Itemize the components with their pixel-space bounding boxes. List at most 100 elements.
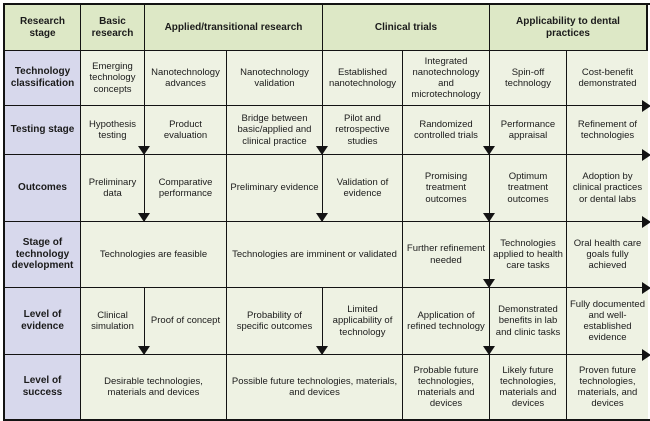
cell-validation-of-evidence-label: Validation of evidence — [336, 176, 389, 199]
cell-desirable-technologies-materials-and-devices-label: Desirable technologies, materials and de… — [104, 375, 203, 398]
corner-header-research-stage: Research stage — [5, 5, 80, 50]
cell-nanotechnology-validation-label: Nanotechnology validation — [240, 66, 309, 89]
cell-validation-of-evidence: Validation of evidence — [322, 154, 402, 221]
column-header-applied-transitional-research: Applied/transitional research — [144, 5, 322, 50]
cell-possible-future-technologies-materials-and-devices-label: Possible future technologies, materials,… — [231, 375, 398, 398]
column-header-clinical-trials: Clinical trials — [322, 5, 489, 50]
cell-application-of-refined-technology-label: Application of refined technology — [407, 309, 485, 332]
cell-probability-of-specific-outcomes-label: Probability of specific outcomes — [236, 309, 313, 332]
cell-further-refinement-needed-label: Further refinement needed — [406, 243, 486, 266]
cell-possible-future-technologies-materials-and-devices: Possible future technologies, materials,… — [226, 354, 402, 419]
cell-promising-treatment-outcomes: Promising treatment outcomes — [402, 154, 489, 221]
cell-performance-appraisal-label: Performance appraisal — [500, 118, 556, 141]
cell-nanotechnology-advances: Nanotechnology advances — [144, 50, 226, 105]
cell-product-evaluation: Product evaluation — [144, 105, 226, 154]
cell-preliminary-evidence-label: Preliminary evidence — [230, 182, 319, 194]
cell-comparative-performance-label: Comparative performance — [158, 176, 213, 199]
row-header-level-of-success-label: Level of success — [22, 375, 63, 398]
cell-nanotechnology-validation: Nanotechnology validation — [226, 50, 322, 105]
cell-desirable-technologies-materials-and-devices: Desirable technologies, materials and de… — [80, 354, 226, 419]
cell-demonstrated-benefits-in-lab-and-clinic-tasks-label: Demonstrated benefits in lab and clinic … — [495, 304, 561, 338]
column-header-applicability-to-dental-practices-label: Applicability to dental practices — [516, 15, 620, 39]
corner-header-label: Research stage — [19, 15, 66, 39]
cell-technologies-are-imminent-or-validated: Technologies are imminent or validated — [226, 221, 402, 287]
cell-clinical-simulation-label: Clinical simulation — [91, 309, 134, 332]
cell-bridge-between-basic-applied-and-clinical-practice-label: Bridge between basic/applied and clinica… — [237, 113, 312, 147]
table-grid: Research stage Basic research Applied/tra… — [5, 5, 648, 419]
column-header-applied-transitional-research-label: Applied/transitional research — [164, 21, 303, 33]
cell-emerging-technology-concepts: Emerging technology concepts — [80, 50, 144, 105]
cell-fully-documented-and-well-established-evidence: Fully documented and well-established ev… — [566, 287, 648, 354]
cell-established-nanotechnology: Established nanotechnology — [322, 50, 402, 105]
cell-spin-off-technology-label: Spin-off technology — [505, 66, 551, 89]
row-header-level-of-evidence: Level of evidence — [5, 287, 80, 354]
cell-cost-benefit-demonstrated-label: Cost-benefit demonstrated — [578, 66, 637, 89]
research-stages-table: Research stage Basic research Applied/tra… — [3, 3, 650, 421]
cell-randomized-controlled-trials-label: Randomized controlled trials — [414, 118, 478, 141]
cell-clinical-simulation: Clinical simulation — [80, 287, 144, 354]
cell-proof-of-concept: Proof of concept — [144, 287, 226, 354]
row-header-technology-classification: Technology classification — [5, 50, 80, 105]
cell-adoption-by-clinical-practices-or-dental-labs-label: Adoption by clinical practices or dental… — [572, 171, 643, 205]
cell-product-evaluation-label: Product evaluation — [163, 118, 208, 141]
cell-preliminary-data-label: Preliminary data — [88, 176, 137, 199]
cell-likely-future-technologies-materials-and-devices-label: Likely future technologies, materials an… — [499, 364, 557, 410]
cell-integrated-nanotechnology-and-microtechnology: Integrated nanotechnology and microtechn… — [402, 50, 489, 105]
cell-adoption-by-clinical-practices-or-dental-labs: Adoption by clinical practices or dental… — [566, 154, 648, 221]
cell-optimum-treatment-outcomes: Optimum treatment outcomes — [489, 154, 566, 221]
cell-technologies-are-feasible-label: Technologies are feasible — [99, 248, 208, 260]
column-header-applicability-to-dental-practices: Applicability to dental practices — [489, 5, 648, 50]
cell-probable-future-technologies-materials-and-devices: Probable future technologies, materials … — [402, 354, 489, 419]
cell-limited-applicability-of-technology: Limited applicability of technology — [322, 287, 402, 354]
cell-established-nanotechnology-label: Established nanotechnology — [328, 66, 397, 89]
cell-pilot-and-retrospective-studies: Pilot and retrospective studies — [322, 105, 402, 154]
cell-refinement-of-technologies-label: Refinement of technologies — [577, 118, 638, 141]
row-header-testing-stage: Testing stage — [5, 105, 80, 154]
cell-technologies-are-imminent-or-validated-label: Technologies are imminent or validated — [232, 248, 397, 260]
cell-probability-of-specific-outcomes: Probability of specific outcomes — [226, 287, 322, 354]
cell-oral-health-care-goals-fully-achieved: Oral health care goals fully achieved — [566, 221, 648, 287]
cell-hypothesis-testing: Hypothesis testing — [80, 105, 144, 154]
cell-oral-health-care-goals-fully-achieved-label: Oral health care goals fully achieved — [573, 237, 642, 271]
cell-performance-appraisal: Performance appraisal — [489, 105, 566, 154]
cell-hypothesis-testing-label: Hypothesis testing — [89, 118, 136, 141]
row-header-level-of-evidence-label: Level of evidence — [21, 309, 64, 332]
cell-proof-of-concept-label: Proof of concept — [150, 315, 221, 327]
cell-preliminary-evidence: Preliminary evidence — [226, 154, 322, 221]
cell-spin-off-technology: Spin-off technology — [489, 50, 566, 105]
cell-optimum-treatment-outcomes-label: Optimum treatment outcomes — [507, 171, 549, 205]
cell-technologies-applied-to-health-care-tasks: Technologies applied to health care task… — [489, 221, 566, 287]
column-header-basic-research-label: Basic research — [91, 15, 134, 39]
cell-emerging-technology-concepts-label: Emerging technology concepts — [89, 61, 136, 95]
cell-technologies-are-feasible: Technologies are feasible — [80, 221, 226, 287]
cell-likely-future-technologies-materials-and-devices: Likely future technologies, materials an… — [489, 354, 566, 419]
cell-bridge-between-basic-applied-and-clinical-practice: Bridge between basic/applied and clinica… — [226, 105, 322, 154]
column-header-basic-research: Basic research — [80, 5, 144, 50]
column-header-clinical-trials-label: Clinical trials — [374, 21, 438, 33]
cell-nanotechnology-advances-label: Nanotechnology advances — [151, 66, 220, 89]
cell-fully-documented-and-well-established-evidence-label: Fully documented and well-established ev… — [570, 298, 645, 344]
cell-proven-future-technologies-materials-and-devices: Proven future technologies, materials, a… — [566, 354, 648, 419]
cell-demonstrated-benefits-in-lab-and-clinic-tasks: Demonstrated benefits in lab and clinic … — [489, 287, 566, 354]
row-header-testing-stage-label: Testing stage — [10, 124, 75, 136]
row-header-technology-classification-label: Technology classification — [10, 66, 75, 89]
cell-application-of-refined-technology: Application of refined technology — [402, 287, 489, 354]
cell-further-refinement-needed: Further refinement needed — [402, 221, 489, 287]
cell-cost-benefit-demonstrated: Cost-benefit demonstrated — [566, 50, 648, 105]
cell-limited-applicability-of-technology-label: Limited applicability of technology — [332, 304, 393, 338]
cell-preliminary-data: Preliminary data — [80, 154, 144, 221]
row-header-outcomes: Outcomes — [5, 154, 80, 221]
cell-refinement-of-technologies: Refinement of technologies — [566, 105, 648, 154]
row-header-outcomes-label: Outcomes — [18, 182, 67, 194]
cell-randomized-controlled-trials: Randomized controlled trials — [402, 105, 489, 154]
cell-technologies-applied-to-health-care-tasks-label: Technologies applied to health care task… — [493, 237, 563, 271]
cell-probable-future-technologies-materials-and-devices-label: Probable future technologies, materials … — [413, 364, 479, 410]
cell-comparative-performance: Comparative performance — [144, 154, 226, 221]
row-header-level-of-success: Level of success — [5, 354, 80, 419]
row-header-stage-of-technology-development: Stage of technology development — [5, 221, 80, 287]
cell-proven-future-technologies-materials-and-devices-label: Proven future technologies, materials, a… — [577, 364, 638, 410]
row-header-stage-of-technology-development-label: Stage of technology development — [11, 237, 74, 272]
cell-pilot-and-retrospective-studies-label: Pilot and retrospective studies — [335, 113, 390, 147]
cell-integrated-nanotechnology-and-microtechnology-label: Integrated nanotechnology and microtechn… — [411, 55, 481, 101]
cell-promising-treatment-outcomes-label: Promising treatment outcomes — [424, 171, 468, 205]
